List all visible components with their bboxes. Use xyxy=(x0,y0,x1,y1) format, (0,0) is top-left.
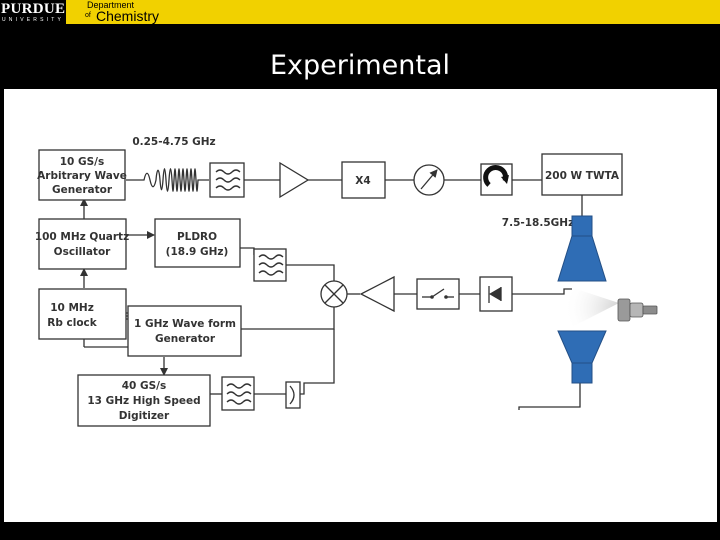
twta-amplifier: 200 W TWTA xyxy=(541,153,623,196)
rb-line-1: 10 MHz xyxy=(50,302,94,314)
wire-detector-to-bus xyxy=(299,382,310,395)
purdue-logo-word: PURDUE xyxy=(1,1,66,17)
awg-line-3: Generator xyxy=(52,184,113,196)
twta-label: 200 W TWTA xyxy=(545,170,620,182)
awg-line-1: 10 GS/s xyxy=(60,156,105,168)
mixer-icon xyxy=(320,280,348,308)
wave-form-generator: 1 GHz Wave form Generator xyxy=(127,305,242,357)
department-name: Chemistry xyxy=(96,8,160,24)
bandpass-filter-icon xyxy=(221,376,255,411)
pldro-box: PLDRO (18.9 GHz) xyxy=(154,218,241,268)
rb-clock: 10 MHz Rb clock xyxy=(38,288,127,340)
bandpass-filter-icon xyxy=(253,248,287,282)
quartz-oscillator: 100 MHz Quartz Oscillator xyxy=(35,218,129,270)
arbitrary-wave-generator: 10 GS/s Arbitrary Wave Generator xyxy=(37,149,127,201)
wire-filter2-to-mixer xyxy=(286,264,335,283)
block-diagram: 0.25-4.75 GHz 10 GS/s Arbitrary Wave Gen… xyxy=(35,136,658,427)
purdue-logo: PURDUE UNIVERSITY xyxy=(0,0,66,24)
detector-icon xyxy=(285,381,301,409)
digitizer-line-3: Digitizer xyxy=(119,410,170,422)
slide-content: 0.25-4.75 GHz 10 GS/s Arbitrary Wave Gen… xyxy=(4,89,717,522)
digitizer-line-1: 40 GS/s xyxy=(122,380,167,392)
wire-limiter-to-horn xyxy=(512,288,572,295)
high-speed-digitizer: 40 GS/s 13 GHz High Speed Digitizer xyxy=(77,374,211,427)
department-of-label: of xyxy=(85,12,91,19)
transmit-horn-icon xyxy=(557,215,607,282)
waveform-line-2: Generator xyxy=(155,333,216,345)
quartz-line-2: Oscillator xyxy=(54,246,112,258)
wire-horn-bottom xyxy=(518,377,581,410)
circulator-icon xyxy=(480,163,513,196)
quartz-line-1: 100 MHz Quartz xyxy=(35,231,129,243)
wire-detector-up xyxy=(310,329,335,384)
chirp-waveform xyxy=(126,168,209,192)
amplifier-icon xyxy=(359,275,395,313)
wire-mixer-to-waveform xyxy=(241,306,335,330)
pldro-line-1: PLDRO xyxy=(177,231,217,243)
attenuator-icon xyxy=(413,164,445,196)
department-logo: Department of Chemistry xyxy=(66,0,720,24)
limiter-icon xyxy=(479,276,513,312)
slide-title: Experimental xyxy=(269,50,451,81)
rb-line-2: Rb clock xyxy=(47,317,98,329)
switch-icon xyxy=(416,278,460,310)
band-label: 7.5-18.5GHz xyxy=(502,217,574,229)
receive-horn-icon xyxy=(557,330,607,384)
amplifier-icon xyxy=(279,161,310,199)
bandpass-filter-icon xyxy=(209,162,245,198)
frequency-label: 0.25-4.75 GHz xyxy=(132,136,215,148)
x4-multiplier: X4 xyxy=(341,161,386,199)
awg-line-2: Arbitrary Wave xyxy=(37,170,127,182)
waveform-line-1: 1 GHz Wave form xyxy=(134,318,236,330)
x4-label: X4 xyxy=(355,175,370,187)
purdue-logo-subtitle: UNIVERSITY xyxy=(2,17,65,23)
digitizer-line-2: 13 GHz High Speed xyxy=(87,395,200,407)
header-bar: PURDUE UNIVERSITY Department of Chemistr… xyxy=(0,0,720,26)
pldro-line-2: (18.9 GHz) xyxy=(166,246,229,258)
department-label: Department xyxy=(87,0,135,10)
pulsed-nozzle-icon xyxy=(564,285,658,331)
